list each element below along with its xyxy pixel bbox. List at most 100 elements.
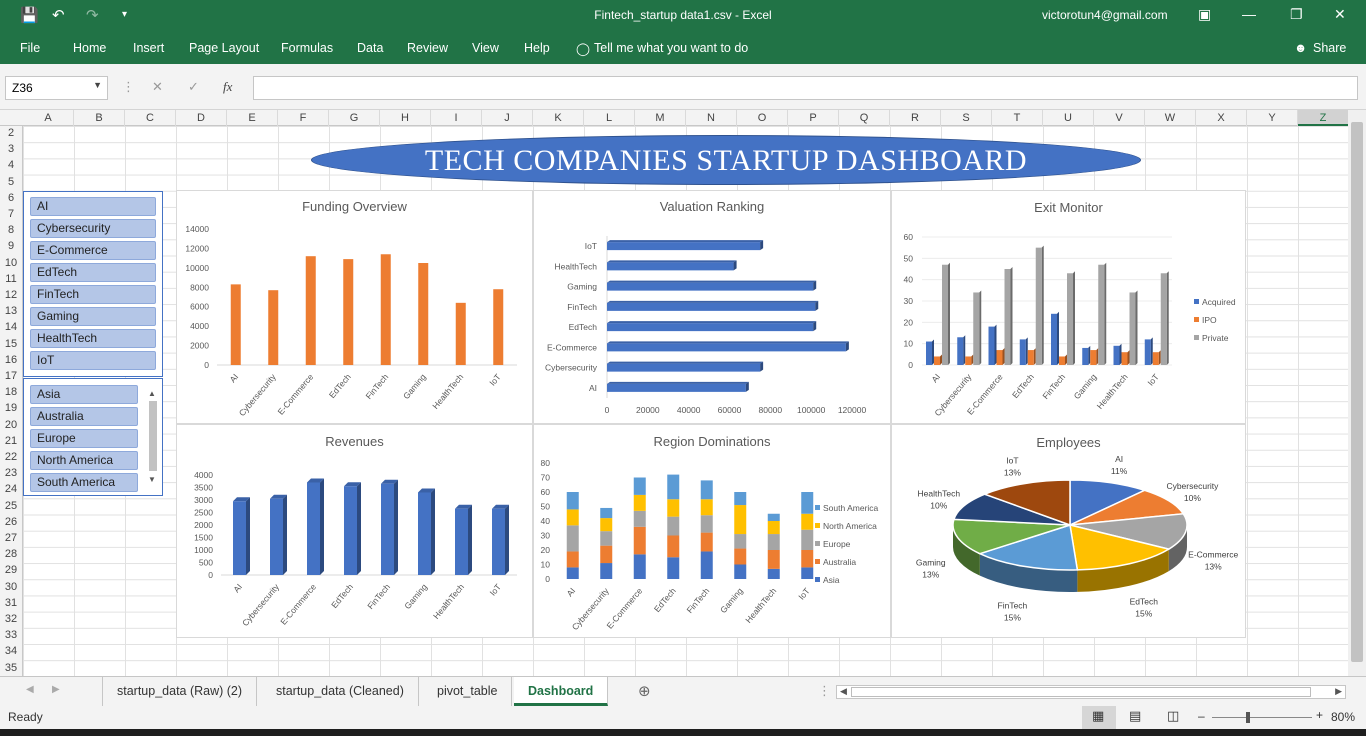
column-header-z[interactable]: Z bbox=[1298, 110, 1348, 126]
column-header-y[interactable]: Y bbox=[1247, 110, 1298, 126]
row-header-4[interactable]: 4 bbox=[7, 159, 15, 172]
row-header-12[interactable]: 12 bbox=[4, 289, 18, 301]
row-header-3[interactable]: 3 bbox=[7, 143, 15, 156]
row-header-20[interactable]: 20 bbox=[4, 418, 18, 431]
row-header-27[interactable]: 27 bbox=[4, 532, 18, 544]
ribbon-display-icon[interactable]: ▣ bbox=[1198, 6, 1212, 22]
formula-input[interactable] bbox=[253, 76, 1358, 100]
slicer-item-edtech[interactable]: EdTech bbox=[30, 263, 156, 282]
column-header-p[interactable]: P bbox=[788, 110, 839, 126]
slicer-item-cybersecurity[interactable]: Cybersecurity bbox=[30, 219, 156, 238]
share-button[interactable]: Share bbox=[1313, 41, 1347, 55]
column-header-n[interactable]: N bbox=[686, 110, 737, 126]
horizontal-scrollbar[interactable]: ◀ ▶ bbox=[836, 685, 1346, 699]
slicer-item-australia[interactable]: Australia bbox=[30, 407, 138, 426]
column-header-b[interactable]: B bbox=[74, 110, 125, 126]
zoom-level[interactable]: 80% bbox=[1331, 710, 1356, 724]
slicer-item-north-america[interactable]: North America bbox=[30, 451, 138, 470]
tab-home[interactable]: Home bbox=[73, 41, 107, 55]
column-header-q[interactable]: Q bbox=[839, 110, 890, 126]
minimize-icon[interactable]: — bbox=[1242, 6, 1256, 22]
row-header-17[interactable]: 17 bbox=[4, 370, 18, 382]
row-header-8[interactable]: 8 bbox=[7, 224, 15, 237]
row-header-15[interactable]: 15 bbox=[4, 337, 18, 350]
slicer-item-ai[interactable]: AI bbox=[30, 197, 156, 216]
undo-icon[interactable]: ↶ bbox=[52, 7, 65, 24]
row-header-21[interactable]: 21 bbox=[4, 434, 18, 447]
row-header-11[interactable]: 11 bbox=[5, 272, 17, 285]
sheet-tab-cleaned[interactable]: startup_data (Cleaned) bbox=[262, 677, 419, 706]
slicer-item-europe[interactable]: Europe bbox=[30, 429, 138, 448]
column-header-h[interactable]: H bbox=[380, 110, 431, 126]
sheet-tab-raw[interactable]: startup_data (Raw) (2) bbox=[102, 677, 258, 706]
row-header-34[interactable]: 34 bbox=[4, 645, 18, 658]
column-header-d[interactable]: D bbox=[176, 110, 227, 126]
chevron-down-icon[interactable]: ▼ bbox=[93, 80, 102, 90]
zoom-slider-thumb[interactable] bbox=[1246, 712, 1250, 723]
row-header-24[interactable]: 24 bbox=[4, 483, 18, 496]
row-header-28[interactable]: 28 bbox=[4, 548, 18, 561]
slicer-item-gaming[interactable]: Gaming bbox=[30, 307, 156, 326]
tab-view[interactable]: View bbox=[472, 41, 499, 55]
column-header-g[interactable]: G bbox=[329, 110, 380, 126]
column-header-r[interactable]: R bbox=[890, 110, 941, 126]
column-header-x[interactable]: X bbox=[1196, 110, 1247, 126]
column-header-l[interactable]: L bbox=[584, 110, 635, 126]
column-header-m[interactable]: M bbox=[635, 110, 686, 126]
row-header-14[interactable]: 14 bbox=[4, 321, 18, 334]
column-header-a[interactable]: A bbox=[23, 110, 74, 126]
enter-icon[interactable]: ✓ bbox=[188, 79, 199, 94]
row-header-25[interactable]: 25 bbox=[4, 499, 18, 512]
row-header-7[interactable]: 7 bbox=[7, 208, 15, 220]
tab-review[interactable]: Review bbox=[407, 41, 448, 55]
column-header-s[interactable]: S bbox=[941, 110, 992, 126]
scroll-right-icon[interactable]: ▶ bbox=[1335, 686, 1342, 696]
column-header-e[interactable]: E bbox=[227, 110, 278, 126]
row-header-22[interactable]: 22 bbox=[4, 451, 18, 463]
column-header-c[interactable]: C bbox=[125, 110, 176, 126]
column-header-u[interactable]: U bbox=[1043, 110, 1094, 126]
row-header-26[interactable]: 26 bbox=[4, 515, 18, 528]
row-header-30[interactable]: 30 bbox=[4, 580, 18, 593]
chevron-down-icon[interactable]: ▼ bbox=[148, 475, 156, 484]
page-layout-view-icon[interactable]: ▤ bbox=[1129, 708, 1142, 723]
slicer-item-healthtech[interactable]: HealthTech bbox=[30, 329, 156, 348]
scrollbar-thumb[interactable] bbox=[1351, 122, 1363, 662]
sheet-tab-dashboard[interactable]: Dashboard bbox=[514, 677, 609, 706]
column-header-w[interactable]: W bbox=[1145, 110, 1196, 126]
save-icon[interactable]: 💾 bbox=[20, 7, 39, 24]
name-box[interactable]: Z36▼ bbox=[5, 76, 108, 100]
sheet-tab-pivot[interactable]: pivot_table bbox=[423, 677, 513, 706]
tab-data[interactable]: Data bbox=[357, 41, 384, 55]
redo-icon[interactable]: ↷ bbox=[86, 7, 99, 24]
customize-qat-icon[interactable]: ▾ bbox=[122, 9, 128, 20]
slicer-item-iot[interactable]: IoT bbox=[30, 351, 156, 370]
chevron-up-icon[interactable]: ▲ bbox=[148, 389, 156, 398]
column-header-i[interactable]: I bbox=[431, 110, 482, 126]
column-header-o[interactable]: O bbox=[737, 110, 788, 126]
account-email[interactable]: victorotun4@gmail.com bbox=[1042, 8, 1168, 22]
column-header-f[interactable]: F bbox=[278, 110, 329, 126]
slicer-scroll-thumb[interactable] bbox=[149, 401, 157, 471]
row-header-9[interactable]: 9 bbox=[7, 240, 15, 253]
row-header-6[interactable]: 6 bbox=[7, 191, 15, 204]
column-header-v[interactable]: V bbox=[1094, 110, 1145, 126]
row-header-2[interactable]: 2 bbox=[7, 127, 15, 139]
row-header-10[interactable]: 10 bbox=[4, 256, 18, 269]
row-header-35[interactable]: 35 bbox=[4, 661, 18, 674]
row-header-19[interactable]: 19 bbox=[4, 402, 18, 415]
slicer-item-fintech[interactable]: FinTech bbox=[30, 285, 156, 304]
scrollbar-thumb[interactable] bbox=[851, 687, 1311, 697]
next-sheet-icon[interactable]: ▶ bbox=[52, 684, 60, 695]
row-header-18[interactable]: 18 bbox=[4, 386, 18, 399]
normal-view-icon[interactable]: ▦ bbox=[1082, 706, 1116, 729]
tab-help[interactable]: Help bbox=[524, 41, 550, 55]
row-header-32[interactable]: 32 bbox=[4, 613, 18, 625]
tell-me-box[interactable]: Tell me what you want to do bbox=[594, 41, 749, 55]
row-header-33[interactable]: 33 bbox=[4, 629, 18, 642]
